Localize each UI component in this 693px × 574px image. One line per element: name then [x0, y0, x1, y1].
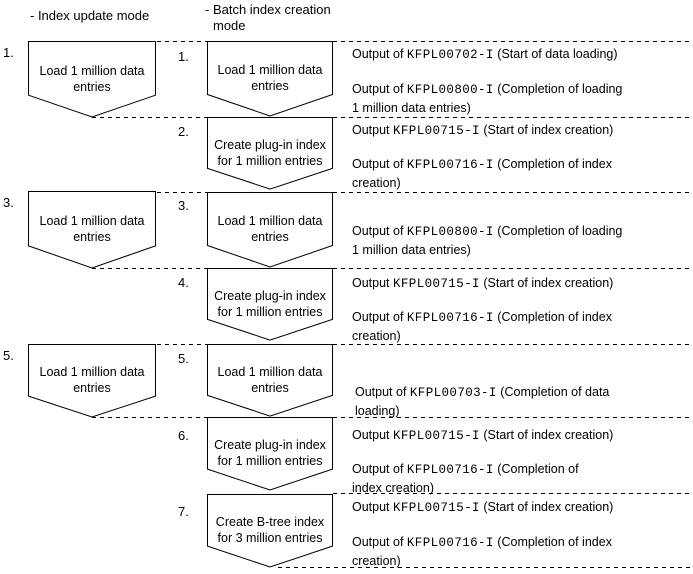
message-code: KFPL00715-I: [393, 501, 480, 515]
dashed-divider: [333, 41, 690, 42]
message-code: KFPL00703-I: [409, 386, 497, 400]
message-code: KFPL00716-I: [406, 311, 494, 325]
flow-shape-label: Create plug-in index for 1 million entri…: [214, 438, 326, 468]
flow-shape-load-data: Load 1 million data entries: [28, 191, 156, 269]
flow-shape-label: Load 1 million data entries: [39, 365, 145, 395]
dashed-divider: [333, 493, 690, 494]
output-message: Output KFPL00715-I (Start of index creat…: [352, 428, 614, 443]
flow-shape-label: Create plug-in index for 1 million entri…: [214, 288, 326, 319]
header-index-update-mode: - Index update mode: [30, 8, 150, 23]
message-code: KFPL00800-I: [406, 225, 494, 239]
flow-shape-load-data: Load 1 million data entries: [28, 41, 156, 118]
dashed-divider: [92, 417, 207, 418]
output-message: Output of KFPL00800-I (Completion of loa…: [352, 224, 623, 257]
flow-shape-load-data: Load 1 million data entries: [207, 344, 333, 417]
message-code: KFPL00715-I: [393, 277, 480, 291]
flow-shape-load-data: Load 1 million data entries: [28, 344, 156, 418]
dashed-divider: [333, 417, 690, 418]
message-code: KFPL00715-I: [393, 429, 480, 443]
flow-shape-create-plugin-index: Create plug-in index for 1 million entri…: [207, 417, 333, 491]
output-message: Output of KFPL00716-I (Completion of ind…: [352, 310, 612, 343]
step-number: 3.: [3, 195, 14, 210]
message-code: KFPL00715-I: [393, 124, 480, 138]
dashed-divider: [278, 567, 690, 568]
dashed-divider: [333, 117, 690, 118]
dashed-divider: [333, 192, 690, 193]
output-message: Output of KFPL00703-I (Completion of dat…: [355, 385, 610, 418]
output-message: Output of KFPL00716-I (Completion of ind…: [352, 157, 612, 190]
flow-shape-create-plugin-index: Create plug-in index for 1 million entri…: [207, 268, 333, 341]
output-message: Output of KFPL00716-I (Completion of ind…: [352, 462, 579, 495]
message-code: KFPL00800-I: [406, 83, 494, 97]
dashed-divider: [157, 41, 207, 42]
flow-shape-label: Load 1 million data entries: [39, 63, 145, 94]
flow-shape-create-plugin-index: Create plug-in index for 1 million entri…: [207, 117, 333, 190]
output-message: Output of KFPL00800-I (Completion of loa…: [352, 82, 623, 115]
flow-shape-create-btree-index: Create B-tree index for 3 million entrie…: [207, 494, 333, 568]
step-number: 7.: [178, 504, 189, 519]
dashed-divider: [92, 268, 207, 269]
output-message: Output KFPL00715-I (Start of index creat…: [352, 276, 614, 291]
flow-shape-label: Load 1 million data entries: [217, 364, 323, 395]
dashed-divider: [157, 192, 207, 193]
flow-shape-label: Load 1 million data entries: [39, 214, 145, 244]
step-number: 5.: [178, 351, 189, 366]
message-code: KFPL00716-I: [406, 463, 494, 477]
output-message: Output KFPL00715-I (Start of index creat…: [352, 123, 614, 138]
flow-shape-label: Create B-tree index for 3 million entrie…: [215, 515, 325, 545]
flow-shape-label: Create plug-in index for 1 million entri…: [214, 137, 326, 168]
dashed-divider: [333, 268, 690, 269]
step-number: 2.: [178, 124, 189, 139]
message-code: KFPL00702-I: [406, 48, 494, 62]
flow-shape-load-data: Load 1 million data entries: [207, 41, 333, 117]
flow-shape-load-data: Load 1 million data entries: [207, 192, 333, 268]
step-number: 3.: [178, 198, 189, 213]
output-message: Output KFPL00715-I (Start of index creat…: [352, 500, 614, 515]
step-number: 5.: [3, 348, 14, 363]
step-number: 4.: [178, 275, 189, 290]
flow-shape-label: Load 1 million data entries: [217, 63, 323, 93]
step-number: 1.: [178, 49, 189, 64]
step-number: 1.: [3, 45, 14, 60]
step-number: 6.: [178, 428, 189, 443]
dashed-divider: [333, 344, 690, 345]
flow-shape-label: Load 1 million data entries: [217, 214, 323, 244]
dashed-divider: [92, 117, 207, 118]
dashed-divider: [157, 344, 207, 345]
output-message: Output of KFPL00716-I (Completion of ind…: [352, 535, 612, 568]
message-code: KFPL00716-I: [406, 158, 494, 172]
output-message: Output of KFPL00702-I (Start of data loa…: [352, 47, 618, 62]
message-code: KFPL00716-I: [406, 536, 494, 550]
header-batch-index-creation-mode: - Batch index creation mode: [205, 2, 331, 33]
